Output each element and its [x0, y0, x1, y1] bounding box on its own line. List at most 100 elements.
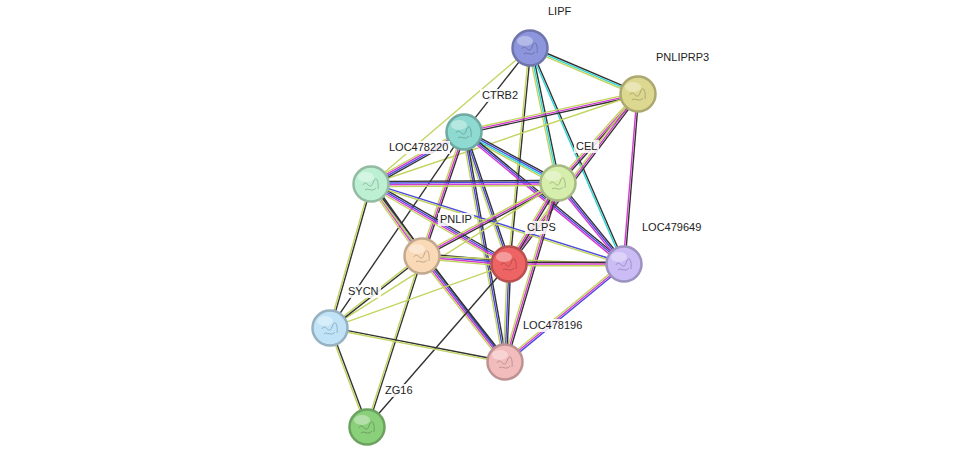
evidence-line [348, 332, 488, 359]
evidence-line [571, 109, 627, 171]
evidence-line [518, 274, 609, 349]
evidence-line [571, 196, 614, 249]
node-disc [354, 167, 389, 202]
interaction-edge [568, 196, 614, 251]
protein-node: CTRB2 [445, 113, 483, 151]
structure-sketch [414, 251, 429, 262]
interaction-edge [546, 53, 622, 88]
node-label: LIPF [546, 5, 573, 18]
node-highlight [625, 82, 641, 92]
node-label: CEL [574, 140, 599, 153]
evidence-line [547, 55, 622, 87]
evidence-line [388, 100, 621, 179]
protein-node: LIPF [511, 29, 549, 67]
evidence-line [434, 270, 495, 348]
structure-sketch [359, 422, 374, 433]
evidence-line [569, 106, 625, 168]
evidence-line [504, 282, 507, 344]
evidence-line [569, 197, 612, 250]
evidence-line [389, 180, 540, 182]
evidence-line [546, 57, 621, 89]
evidence-line [345, 193, 543, 319]
structure-sketch [497, 357, 512, 368]
node-circle [486, 343, 524, 381]
evidence-line [344, 266, 408, 316]
interaction-edge [389, 181, 540, 187]
evidence-line [520, 277, 611, 352]
evidence-line [568, 198, 611, 251]
structure-sketch [456, 127, 471, 138]
node-label: LOC478220 [387, 141, 450, 154]
evidence-line [347, 270, 492, 322]
evidence-line [345, 268, 409, 318]
node-label: ZG16 [383, 384, 415, 397]
evidence-line [538, 64, 618, 247]
protein-node: CEL [539, 164, 577, 202]
node-highlight [517, 36, 533, 46]
structure-sketch [363, 179, 378, 190]
interaction-edge [385, 139, 449, 178]
interaction-edge [347, 270, 492, 322]
node-circle [490, 245, 528, 283]
node-disc [492, 247, 527, 282]
protein-node: ZG16 [348, 408, 386, 446]
interaction-edge [532, 65, 556, 165]
interaction-edge [344, 266, 409, 317]
interaction-edge [625, 112, 638, 246]
evidence-line [527, 263, 606, 264]
node-highlight [545, 171, 561, 181]
evidence-line [337, 345, 361, 410]
interaction-edge [437, 190, 543, 249]
node-disc [621, 77, 656, 112]
node-circle [445, 113, 483, 151]
evidence-line [547, 53, 622, 85]
evidence-line [431, 272, 492, 350]
node-circle [605, 245, 643, 283]
evidence-line [625, 112, 636, 246]
node-highlight [358, 172, 374, 182]
structure-sketch [501, 259, 516, 270]
evidence-line [388, 189, 607, 258]
node-highlight [409, 244, 425, 254]
node-circle [619, 75, 657, 113]
evidence-line [348, 331, 488, 358]
evidence-line [389, 182, 540, 184]
evidence-line [527, 265, 606, 266]
evidence-line [470, 149, 503, 247]
structure-sketch [550, 178, 565, 189]
node-disc [405, 239, 440, 274]
node-circle [403, 237, 441, 275]
protein-node: PNLIPRP3 [619, 75, 657, 113]
interaction-edge [348, 331, 488, 360]
node-disc [313, 311, 348, 346]
evidence-line [336, 345, 360, 410]
node-highlight [317, 316, 333, 326]
evidence-line [570, 107, 626, 169]
protein-node: PNLIP [403, 237, 441, 275]
evidence-line [389, 183, 540, 185]
evidence-line [527, 262, 606, 263]
node-circle [352, 165, 390, 203]
protein-node: SYCN [311, 309, 349, 347]
node-label: LOC478196 [521, 319, 584, 332]
interaction-edge [527, 262, 606, 265]
node-label: CLPS [525, 221, 558, 234]
interaction-edge [336, 345, 362, 411]
evidence-line [519, 275, 610, 350]
interaction-edge [504, 282, 510, 344]
structure-sketch [522, 43, 537, 54]
protein-node: CLPS [490, 245, 528, 283]
evidence-line [385, 60, 517, 173]
node-circle [348, 408, 386, 446]
node-disc [541, 166, 576, 201]
node-label: CTRB2 [480, 89, 520, 102]
node-label: PNLIPRP3 [654, 51, 711, 64]
node-circle [539, 164, 577, 202]
evidence-line [379, 278, 497, 414]
node-highlight [451, 120, 467, 130]
node-circle [311, 309, 349, 347]
interaction-edge [345, 193, 543, 319]
node-disc [513, 31, 548, 66]
